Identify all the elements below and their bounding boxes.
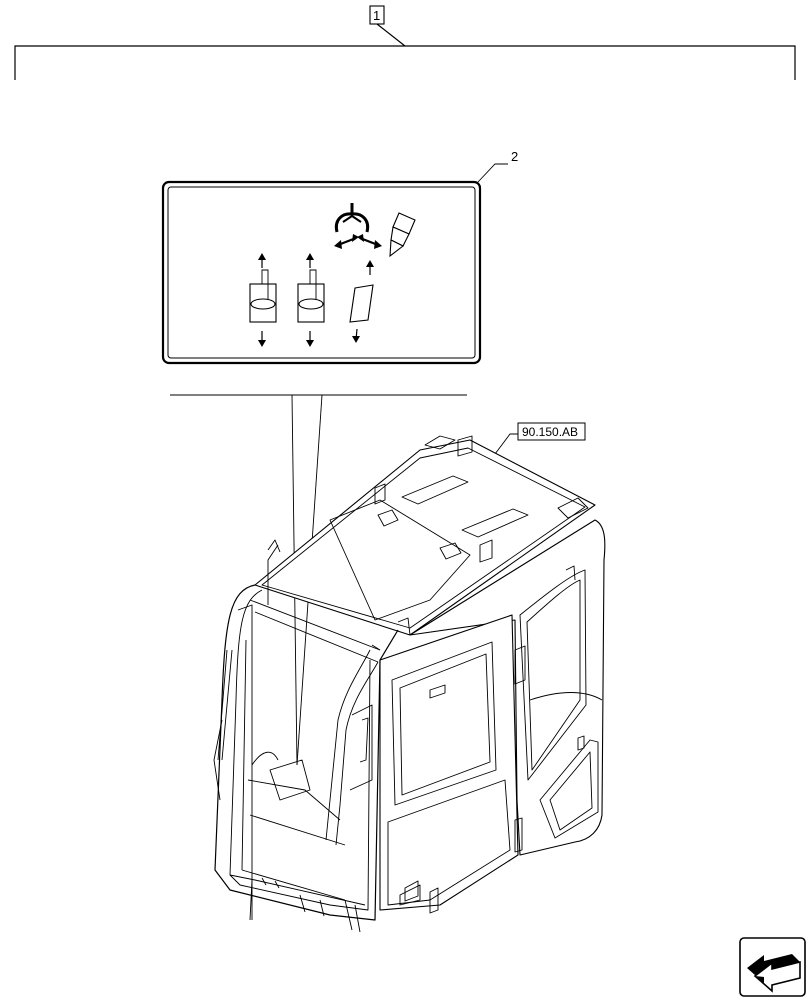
button-icon bbox=[349, 284, 374, 343]
assembly-callout-number: 1 bbox=[373, 8, 380, 23]
decal-callout: 2 bbox=[477, 149, 518, 183]
decal-callout-number[interactable]: 2 bbox=[511, 149, 518, 164]
reference-box[interactable] bbox=[517, 422, 586, 441]
rotate-arrows-icon bbox=[334, 234, 382, 249]
operator-cab-icon bbox=[213, 435, 606, 933]
page-navigation-arrow-icon[interactable] bbox=[739, 937, 806, 997]
grapple-claw-icon bbox=[334, 203, 370, 233]
joystick-lever-icon bbox=[249, 253, 277, 347]
arrow-up-icon bbox=[366, 260, 374, 275]
reference-code: 90.150.AB bbox=[522, 425, 578, 439]
joystick-lever-icon bbox=[297, 253, 325, 347]
decal-leader-line bbox=[477, 163, 508, 183]
decal-inner-border bbox=[167, 186, 476, 359]
pen-tool-icon bbox=[389, 212, 416, 258]
control-pattern-decal[interactable] bbox=[161, 180, 482, 365]
reference-leader bbox=[491, 433, 518, 459]
assembly-bracket bbox=[14, 23, 796, 80]
decal-outer-border bbox=[161, 180, 482, 365]
reference-callout[interactable]: 90.150.AB bbox=[491, 422, 586, 459]
navigation-arrow bbox=[747, 954, 800, 983]
assembly-callout: 1 bbox=[14, 5, 796, 80]
